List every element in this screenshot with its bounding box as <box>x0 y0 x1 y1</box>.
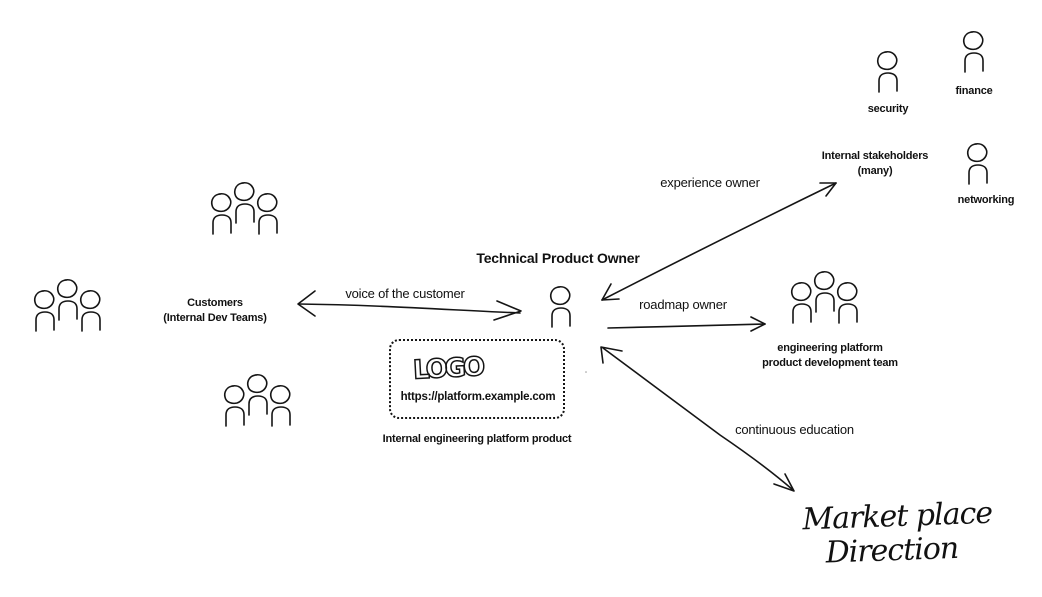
dev-team-group-icon <box>792 272 857 323</box>
edge-label-continuous-education: continuous education <box>735 422 854 437</box>
marketplace-line2: Direction <box>825 530 959 571</box>
networking-person-icon <box>966 142 988 185</box>
marketplace-line1: Market place <box>801 495 993 538</box>
dev-team-label: engineering platform product development… <box>760 341 900 371</box>
dev-team-label-line2: product development team <box>762 357 898 369</box>
customers-label: Customers (Internal Dev Teams) <box>150 296 280 326</box>
security-label: security <box>867 103 909 115</box>
edge-continuous-education <box>600 346 795 492</box>
dev-team-label-line1: engineering platform <box>777 342 883 354</box>
finance-person-icon <box>962 30 984 73</box>
networking-label: networking <box>957 194 1015 206</box>
edge-label-voice-of-the-customer: voice of the customer <box>345 286 465 301</box>
technical-product-owner-person-icon <box>549 285 571 328</box>
customers-label-line1: Customers <box>187 297 243 309</box>
internal-stakeholders-label-line1: Internal stakeholders <box>821 150 929 162</box>
edge-label-roadmap-owner: roadmap owner <box>639 297 727 312</box>
stray-dot <box>585 371 587 373</box>
security-person-icon <box>876 50 898 93</box>
internal-stakeholders-label-line2: (many) <box>857 165 893 177</box>
edge-roadmap-owner <box>607 316 766 332</box>
marketplace-direction-label: Market place Direction <box>801 495 994 572</box>
product-logo: LOGO <box>412 351 484 386</box>
product-caption: Internal engineering platform product <box>382 433 572 445</box>
edge-label-experience-owner: experience owner <box>660 175 760 190</box>
customer-group-top <box>212 183 277 234</box>
technical-product-owner-title: Technical Product Owner <box>476 250 640 266</box>
finance-label: finance <box>955 85 993 97</box>
customer-group-left <box>35 280 100 331</box>
edge-experience-owner <box>601 182 837 301</box>
customers-label-line2: (Internal Dev Teams) <box>163 312 267 324</box>
internal-stakeholders-label: Internal stakeholders (many) <box>810 149 940 179</box>
edge-voice-of-the-customer <box>297 290 522 321</box>
customer-group-bottom <box>225 375 290 426</box>
platform-product-box <box>389 339 565 419</box>
product-url: https://platform.example.com <box>400 391 556 403</box>
